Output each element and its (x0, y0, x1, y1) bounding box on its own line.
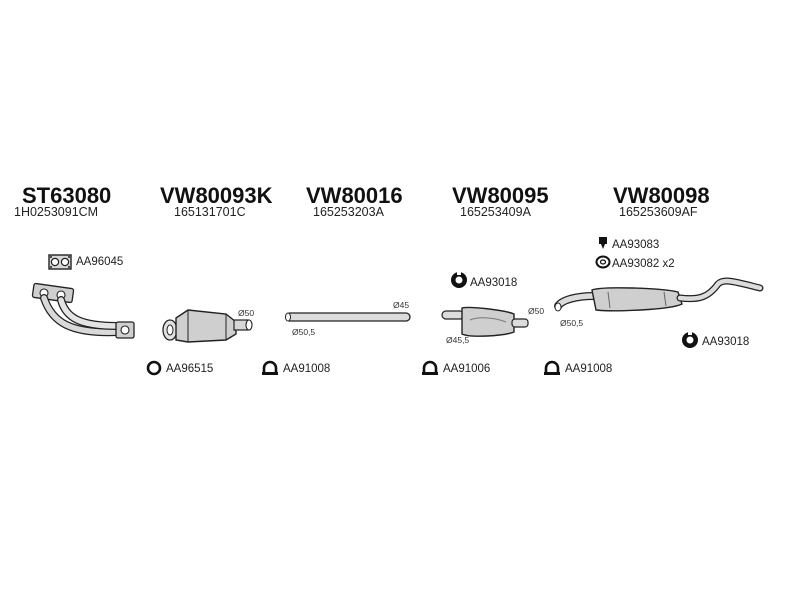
accessory-label-hanger: AA93082 x2 (612, 258, 675, 270)
dimension-label-cat-out: Ø50 (238, 308, 255, 318)
clamp-icon (544, 360, 560, 375)
accessory-label-gasket: AA96045 (76, 256, 124, 268)
accessory-label-clamp-1: AA91008 (283, 363, 331, 375)
catalytic-converter-icon (162, 309, 253, 343)
clamp-icon (262, 360, 278, 375)
accessory-label-bolt: AA93083 (612, 239, 660, 251)
oem-number-vw80093k: 165131701C (174, 205, 246, 219)
part-code-st63080: ST63080 (22, 183, 112, 208)
part-code-vw80098: VW80098 (613, 183, 710, 208)
oem-number-st63080: 1H0253091CM (14, 205, 99, 219)
oem-number-vw80016: 165253203A (313, 205, 384, 219)
part-code-vw80093k: VW80093K (160, 183, 273, 208)
bolt-icon (599, 237, 607, 249)
oem-number-vw80095: 165253409A (460, 205, 531, 219)
gasket-icon (48, 254, 72, 270)
accessory-label-rubber-mount-mid: AA93018 (470, 277, 518, 289)
rubber-mount-icon (451, 271, 467, 288)
dimension-label-rear-in: Ø50,5 (560, 318, 584, 328)
accessory-label-rubber-mount-rear: AA93018 (702, 336, 750, 348)
middle-silencer-icon (441, 306, 529, 337)
dimension-label-mid-out: Ø50 (528, 306, 545, 316)
oem-number-vw80098: 165253609AF (619, 205, 698, 219)
part-code-vw80016: VW80016 (306, 183, 403, 208)
hanger-ring-icon (595, 255, 611, 269)
intermediate-pipe-icon (285, 312, 411, 322)
rubber-mount-rear-icon (682, 331, 698, 348)
accessory-label-clamp-2: AA91006 (443, 363, 491, 375)
dimension-label-pipe-start: Ø50,5 (292, 327, 316, 337)
sealing-ring-icon (146, 360, 162, 376)
dimension-label-pipe-end: Ø45 (393, 300, 410, 310)
clamp-icon (422, 360, 438, 375)
rear-silencer-icon (554, 277, 764, 312)
dimension-label-mid-in: Ø45,5 (446, 335, 470, 345)
accessory-label-clamp-3: AA91008 (565, 363, 613, 375)
front-pipe-icon (31, 282, 135, 339)
accessory-label-ring: AA96515 (166, 363, 214, 375)
part-code-vw80095: VW80095 (452, 183, 549, 208)
